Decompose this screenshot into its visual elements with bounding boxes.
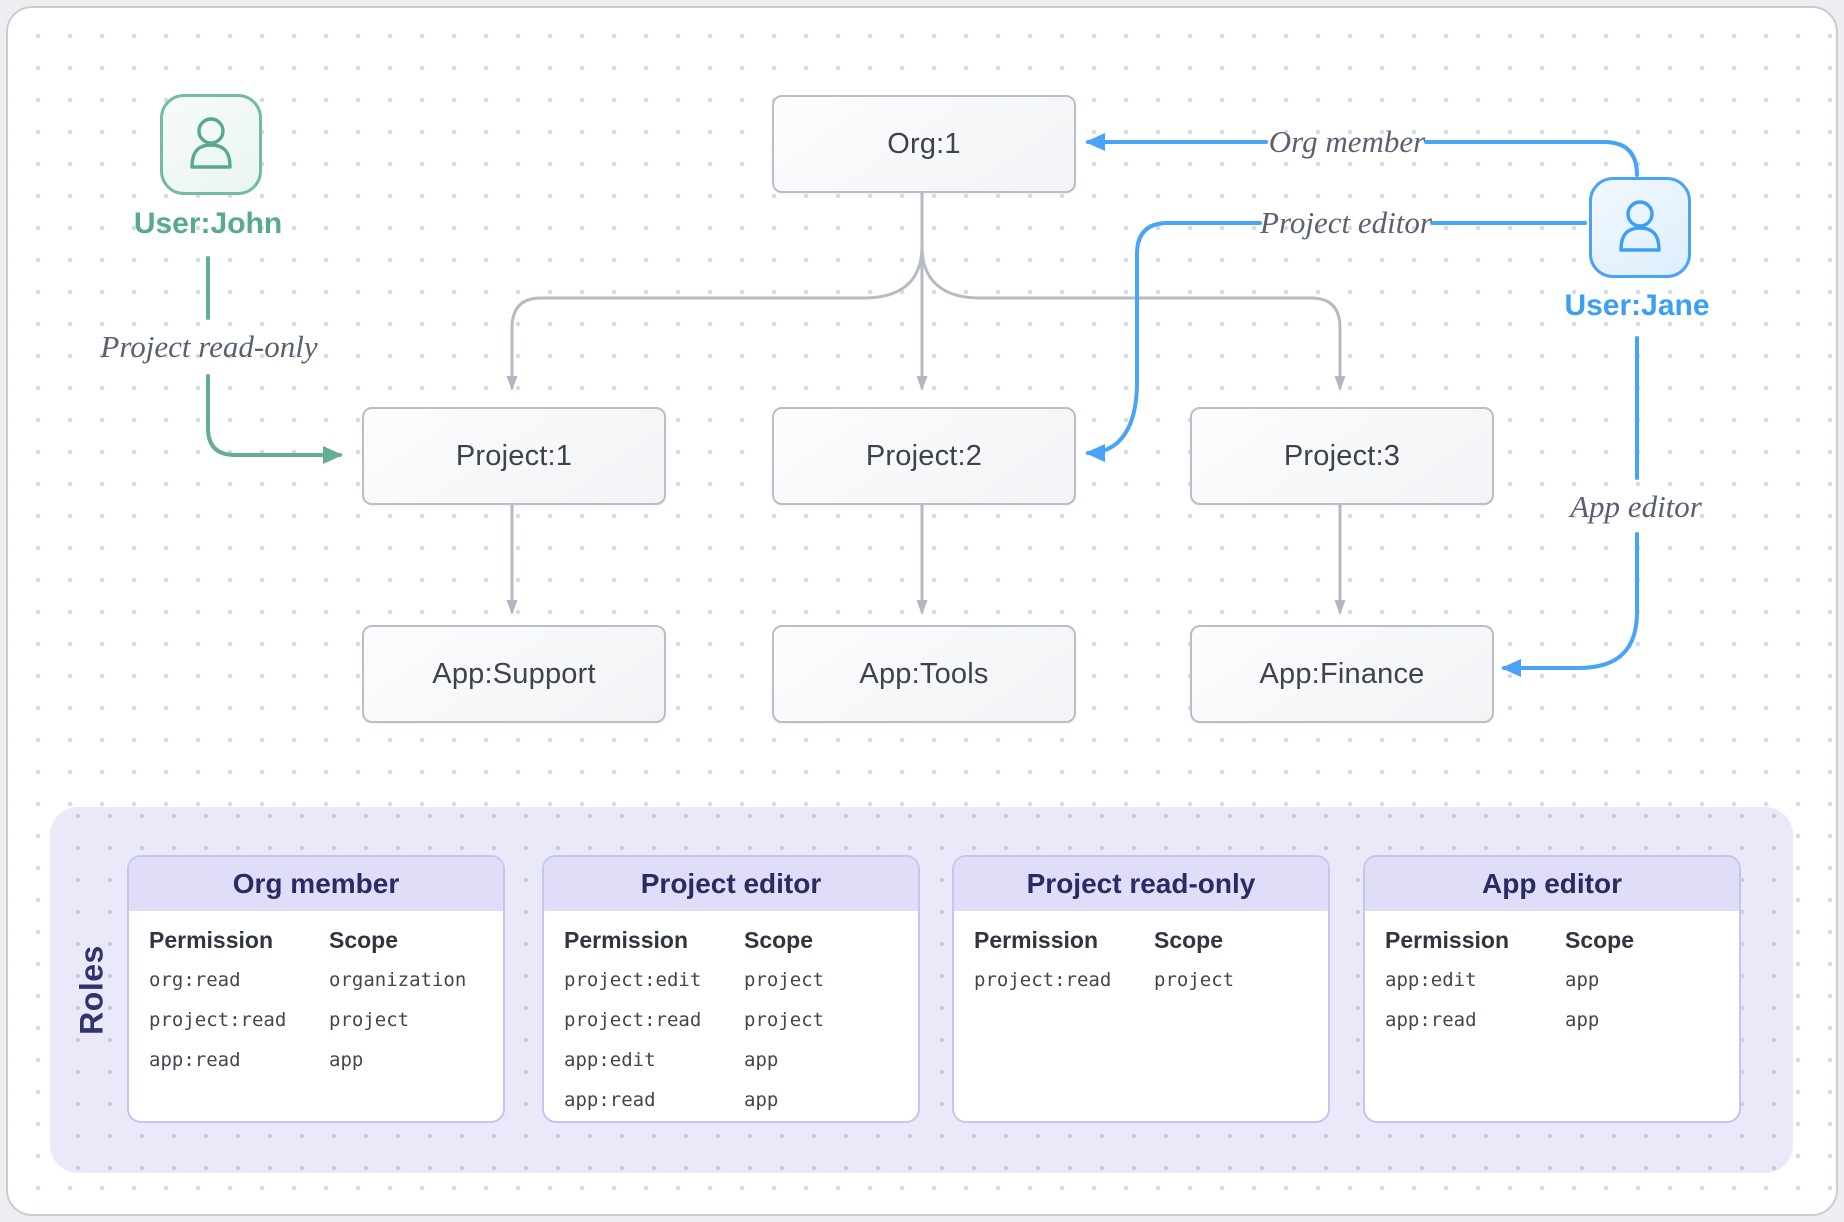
person-icon <box>1619 199 1661 252</box>
scope-value: app <box>744 1089 779 1111</box>
role-permission-row: app:edit app <box>1385 960 1739 1000</box>
permission-value: app:edit <box>1385 969 1477 991</box>
node-project-2: Project:2 <box>772 407 1076 505</box>
user-jane-label: User:Jane <box>1564 289 1710 322</box>
permission-value: project:read <box>564 1009 702 1031</box>
scope-value: project <box>744 1009 825 1031</box>
scope-column-header: Scope <box>329 927 399 953</box>
permission-column-header: Permission <box>1385 927 1509 953</box>
role-card-title: Project read-only <box>954 857 1328 911</box>
roles-panel-title: Roles <box>73 945 110 1035</box>
role-card-title: App editor <box>1365 857 1739 911</box>
role-permission-row: project:read project <box>149 1000 503 1040</box>
role-permission-row: project:edit project <box>564 960 918 1000</box>
edge-label-project-read-only: Project read-only <box>100 329 318 364</box>
permission-value: app:read <box>149 1049 241 1071</box>
permission-column-header: Permission <box>149 927 273 953</box>
permission-column-header: Permission <box>974 927 1098 953</box>
scope-value: project <box>744 969 825 991</box>
role-card-org-member: Org member Permission Scope org:read orga… <box>127 855 505 1123</box>
edge-label-org-member: Org member <box>1268 124 1426 159</box>
scope-column-header: Scope <box>1565 927 1635 953</box>
permission-value: project:edit <box>564 969 702 991</box>
role-permission-row: app:read app <box>1385 1000 1739 1040</box>
scope-value: organization <box>329 969 467 991</box>
edge-label-app-editor: App editor <box>1570 489 1702 524</box>
role-card-project-editor: Project editor Permission Scope project:… <box>542 855 920 1123</box>
permission-value: project:read <box>149 1009 287 1031</box>
scope-value: project <box>329 1009 410 1031</box>
scope-column-header: Scope <box>744 927 814 953</box>
node-app-support: App:Support <box>362 625 666 723</box>
node-app-tools: App:Tools <box>772 625 1076 723</box>
role-permission-row: project:read project <box>974 960 1328 1000</box>
permission-value: app:read <box>1385 1009 1477 1031</box>
person-icon <box>190 116 232 169</box>
edge-label-project-editor: Project editor <box>1260 205 1432 240</box>
permission-column-header: Permission <box>564 927 688 953</box>
role-card-title: Org member <box>129 857 503 911</box>
scope-value: app <box>1565 1009 1600 1031</box>
role-card-project-read-only: Project read-only Permission Scope proje… <box>952 855 1330 1123</box>
permission-value: app:read <box>564 1089 656 1111</box>
role-permission-row: org:read organization <box>149 960 503 1000</box>
role-permission-row: project:read project <box>564 1000 918 1040</box>
user-john-label: User:John <box>133 207 283 240</box>
role-permission-row: app:read app <box>564 1080 918 1120</box>
node-org-1: Org:1 <box>772 95 1076 193</box>
scope-column-header: Scope <box>1154 927 1224 953</box>
node-app-finance: App:Finance <box>1190 625 1494 723</box>
role-permission-row: app:read app <box>149 1040 503 1080</box>
permission-value: org:read <box>149 969 241 991</box>
node-project-1: Project:1 <box>362 407 666 505</box>
node-project-3: Project:3 <box>1190 407 1494 505</box>
role-card-title: Project editor <box>544 857 918 911</box>
role-permission-row: app:edit app <box>564 1040 918 1080</box>
permission-value: app:edit <box>564 1049 656 1071</box>
scope-value: app <box>744 1049 779 1071</box>
user-john-icon <box>160 94 262 195</box>
scope-value: app <box>1565 969 1600 991</box>
user-jane-icon <box>1589 177 1691 278</box>
scope-value: project <box>1154 969 1235 991</box>
permission-value: project:read <box>974 969 1112 991</box>
scope-value: app <box>329 1049 364 1071</box>
